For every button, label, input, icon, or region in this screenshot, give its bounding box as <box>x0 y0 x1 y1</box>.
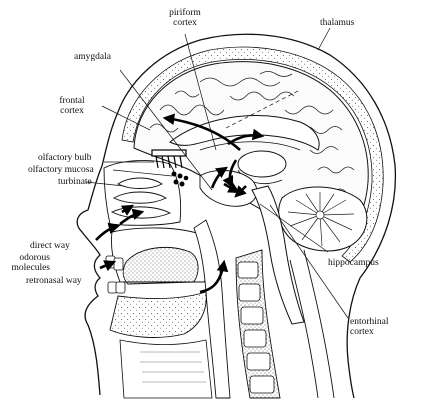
head-outline <box>76 33 397 399</box>
label-olfactory-bulb: olfactory bulb <box>38 153 92 163</box>
label-turbinate: turbinate <box>58 177 92 187</box>
olfactory-pathway-arrows <box>95 113 265 294</box>
vertebrae <box>237 261 275 394</box>
label-retronasal-way: retronasal way <box>26 276 82 286</box>
label-thalamus: thalamus <box>320 18 355 28</box>
label-olfactory-mucosa: olfactory mucosa <box>28 165 94 175</box>
label-odorous-molecules: odorous molecules <box>11 253 50 273</box>
label-frontal-cortex: frontal cortex <box>59 96 85 116</box>
label-direct-way: direct way <box>30 241 70 251</box>
olfactory-bulb-structure <box>151 149 187 169</box>
jaw <box>109 291 207 338</box>
neck-front <box>119 339 213 399</box>
label-piriform-cortex: piriform cortex <box>169 8 201 28</box>
label-hippocampus: hippocampus <box>328 258 379 268</box>
olfactory-mucosa-dots <box>171 171 189 187</box>
label-amygdala: amygdala <box>74 52 111 62</box>
tongue <box>122 247 199 285</box>
cerebellum-folia <box>287 192 355 247</box>
corpus-callosum <box>169 115 320 151</box>
leader-lines <box>85 27 349 319</box>
brainstem <box>251 185 305 325</box>
label-entorhinal-cortex: entorhinal cortex <box>350 317 389 337</box>
thalamus-structure <box>237 150 287 178</box>
